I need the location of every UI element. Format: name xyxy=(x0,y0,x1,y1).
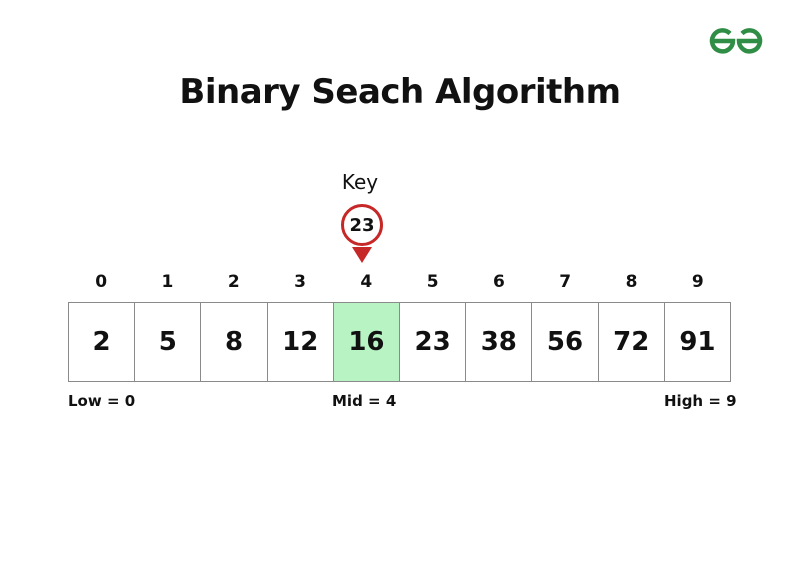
key-value: 23 xyxy=(349,215,375,236)
array-cell: 16 xyxy=(332,302,401,382)
key-label: Key xyxy=(341,170,379,194)
key-marker-icon xyxy=(341,204,383,263)
mid-pointer-label: Mid = 4 xyxy=(332,392,397,410)
array-index: 8 xyxy=(625,272,638,292)
array-cell: 56 xyxy=(531,302,599,382)
array-index: 5 xyxy=(426,272,439,292)
array-cell: 23 xyxy=(399,302,467,382)
array-index: 6 xyxy=(493,272,505,292)
array-cell: 38 xyxy=(465,302,533,382)
high-pointer-label: High = 9 xyxy=(664,392,737,410)
array-cell: 91 xyxy=(663,302,732,382)
array-cell: 5 xyxy=(134,302,202,382)
array-cell: 72 xyxy=(597,302,665,382)
low-pointer-label: Low = 0 xyxy=(68,392,136,410)
array-index: 4 xyxy=(360,272,373,292)
index-row: 0 1 2 3 4 5 6 7 8 9 xyxy=(68,272,731,298)
page-title: Binary Seach Algorithm xyxy=(179,72,621,112)
array-index: 1 xyxy=(161,272,174,292)
array-index: 9 xyxy=(691,272,704,292)
array-index: 3 xyxy=(294,272,306,292)
array-cell: 2 xyxy=(68,302,136,382)
array-row: 2 5 8 12 16 23 38 56 72 91 xyxy=(68,302,732,382)
array-cell: 8 xyxy=(200,302,268,382)
array-index: 7 xyxy=(559,272,572,292)
array-cell: 12 xyxy=(266,302,334,382)
array-index: 2 xyxy=(227,272,240,292)
gfg-logo-icon xyxy=(709,28,763,54)
array-index: 0 xyxy=(95,272,108,292)
